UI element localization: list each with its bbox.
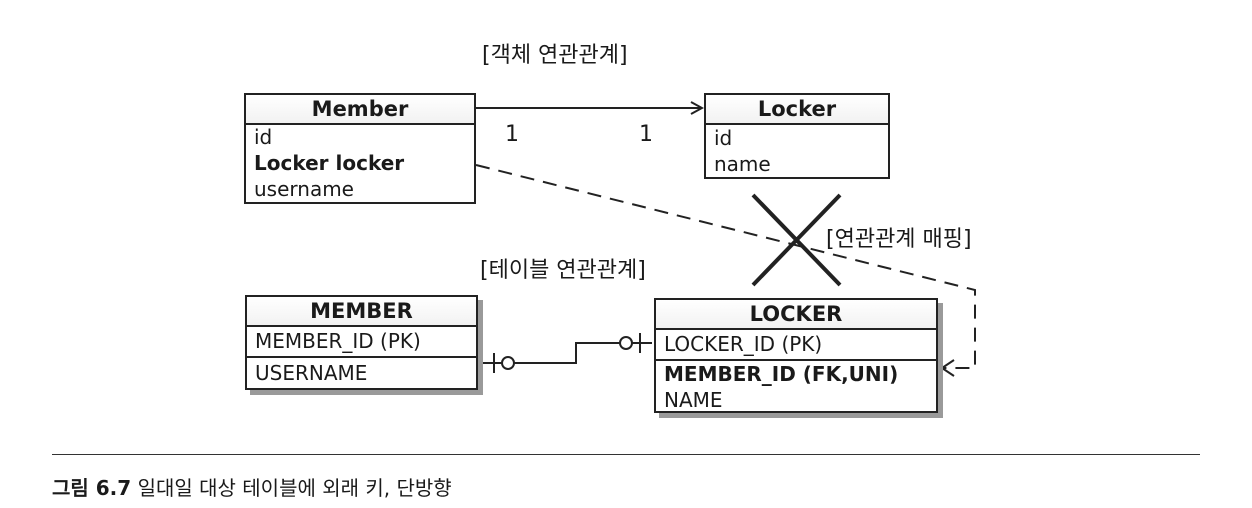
caption-divider	[52, 454, 1200, 455]
locker-table-box: LOCKER LOCKER_ID (PK) MEMBER_ID (FK,UNI)…	[654, 298, 938, 413]
locker-field-name: name	[714, 152, 771, 176]
member-class-box: Member id Locker locker username	[244, 93, 476, 204]
object-relation-label: [객체 연관관계]	[482, 43, 628, 68]
mapping-arrowhead	[940, 359, 955, 377]
caption-text: 일대일 대상 테이블에 외래 키, 단방향	[137, 476, 452, 500]
relation-mapping-label: [연관관계 매핑]	[826, 227, 972, 252]
member-column-id: MEMBER_ID (PK)	[247, 327, 476, 358]
cross-mark-line-2	[751, 193, 842, 287]
locker-class-box: Locker id name	[704, 93, 890, 179]
member-field-username: username	[254, 177, 354, 201]
er-zero-circle-locker	[619, 336, 633, 350]
locker-field-id: id	[714, 126, 733, 150]
multiplicity-right: 1	[639, 122, 653, 147]
locker-column-name: NAME	[664, 388, 723, 412]
member-column-username: USERNAME	[255, 361, 368, 385]
er-zero-circle-member	[501, 356, 515, 370]
locker-table-title: LOCKER	[656, 300, 936, 330]
member-field-locker: Locker locker	[254, 151, 405, 175]
locker-column-id: LOCKER_ID (PK)	[656, 330, 936, 361]
locker-class-title: Locker	[706, 95, 888, 125]
figure-caption: 그림 6.7 일대일 대상 테이블에 외래 키, 단방향	[52, 472, 452, 501]
er-relationship-line	[480, 342, 652, 364]
locker-column-member-id: MEMBER_ID (FK,UNI)	[664, 362, 899, 386]
member-table-title: MEMBER	[247, 297, 476, 327]
multiplicity-left: 1	[505, 122, 519, 147]
member-class-title: Member	[246, 95, 474, 125]
table-relation-label: [테이블 연관관계]	[480, 258, 646, 283]
member-table-box: MEMBER MEMBER_ID (PK) USERNAME	[245, 295, 478, 390]
mapping-dashed-line	[475, 164, 976, 369]
caption-number: 그림 6.7	[52, 476, 132, 500]
member-field-id: id	[254, 125, 273, 149]
